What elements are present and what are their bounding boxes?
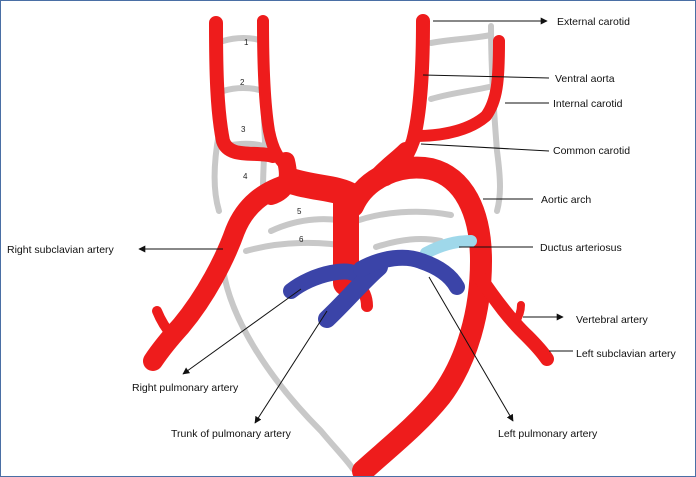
- label-aortic-arch: Aortic arch: [541, 194, 591, 206]
- label-left-pulmonary: Left pulmonary artery: [498, 428, 598, 440]
- vertebral-branch: [515, 305, 521, 323]
- label-common-carotid: Common carotid: [553, 145, 630, 157]
- arch-number-1: 1: [244, 38, 249, 47]
- left-arch-1: [431, 35, 491, 43]
- arch-number-6: 6: [299, 235, 304, 244]
- label-vertebral-artery: Vertebral artery: [576, 314, 649, 326]
- arch-number-4: 4: [243, 172, 248, 181]
- arch-number-5: 5: [297, 207, 302, 216]
- label-ventral-aorta: Ventral aorta: [555, 73, 615, 85]
- label-right-pulmonary: Right pulmonary artery: [132, 382, 239, 394]
- label-right-subclavian: Right subclavian artery: [7, 244, 115, 256]
- label-trunk-pulmonary: Trunk of pulmonary artery: [171, 428, 292, 440]
- arch-number-3: 3: [241, 125, 246, 134]
- leader-ventral-aorta: [423, 75, 549, 78]
- label-ductus-arteriosus: Ductus arteriosus: [540, 242, 622, 254]
- left-arch-2: [431, 87, 489, 99]
- right-arch-2: [223, 88, 263, 91]
- right-branch-upper: [263, 21, 286, 166]
- right-arch-1: [223, 38, 263, 41]
- label-internal-carotid: Internal carotid: [553, 98, 623, 110]
- label-external-carotid: External carotid: [557, 16, 630, 28]
- label-left-subclavian: Left subclavian artery: [576, 348, 677, 360]
- leader-common-carotid: [421, 144, 549, 151]
- arch-number-2: 2: [240, 78, 245, 87]
- pulmonary-vessels: [291, 258, 457, 319]
